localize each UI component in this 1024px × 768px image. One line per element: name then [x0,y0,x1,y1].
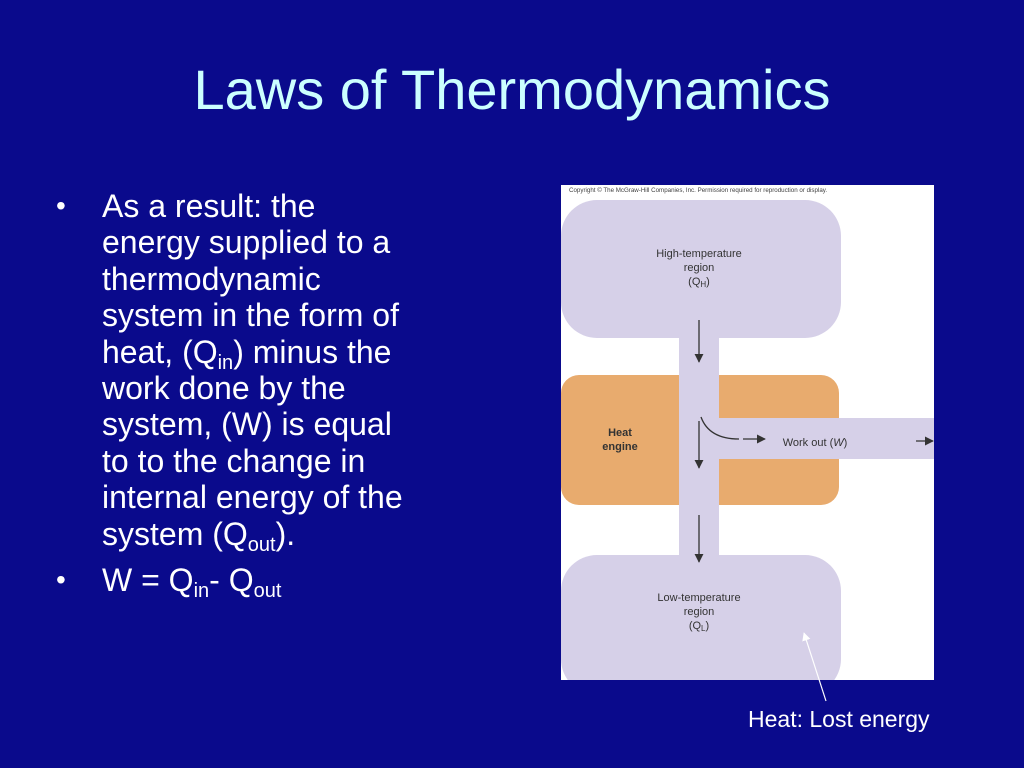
copyright-text: Copyright © The McGraw-Hill Companies, I… [569,187,827,194]
bullet-line: system, (W) is equal [102,406,392,443]
engine-label: engine [602,441,637,453]
bullet-dot-icon: • [56,190,66,221]
bullet-line: system (Qout). [102,515,296,556]
low-region-label: region [684,606,715,618]
work-branch-curve [700,416,740,440]
low-region-label: Low-temperature [657,592,740,604]
high-region-q-label: (QH) [688,276,710,289]
bullet-line: to to the change in [102,442,366,479]
high-temperature-region [561,200,841,338]
slide-title: Laws of Thermodynamics [193,58,831,121]
bullet-line: As a result: the [102,188,316,224]
bullet-line: internal energy of the [102,479,403,516]
high-region-label: High-temperature [656,248,742,260]
low-temperature-region [561,555,841,680]
engine-label: Heat [608,427,632,439]
bullet-dot-icon: • [56,564,66,596]
lost-energy-caption: Heat: Lost energy [748,706,930,732]
heat-engine-figure: Copyright © The McGraw-Hill Companies, I… [561,185,934,680]
bullet-line: thermodynamic [102,260,321,297]
bullet-line: work done by the [102,370,346,407]
bullet-list: • As a result: the energy supplied to a … [56,188,496,608]
bullet-item-equation: • W = Qin- Qout [56,562,496,603]
bullet-line: energy supplied to a [102,224,391,261]
bullet-line: heat, (Qin) minus the [102,333,392,374]
high-region-label: region [684,262,715,274]
heat-engine-diagram: Copyright © The McGraw-Hill Companies, I… [561,187,934,680]
work-out-label: Work out (W) [783,437,848,449]
low-region-q-label: (QL) [689,620,709,633]
bullet-item-explanation: • As a result: the energy supplied to a … [56,188,496,556]
bullet-line: system in the form of [102,297,399,334]
work-out-channel [701,418,934,459]
equation: W = Qin- Qout [102,562,282,603]
